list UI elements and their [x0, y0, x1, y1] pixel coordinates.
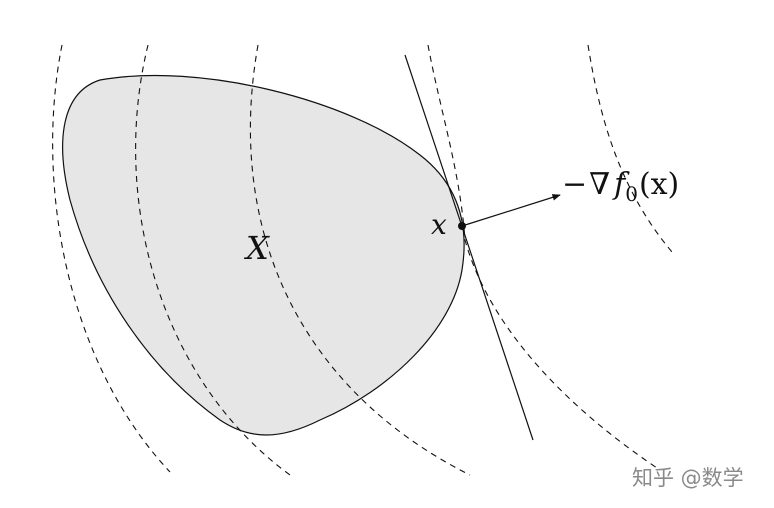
level-curves — [52, 44, 673, 476]
watermark-text: 知乎 @数学 — [632, 466, 744, 490]
set-label: X — [243, 229, 270, 267]
gradient-minus: − — [562, 167, 587, 202]
gradient-nabla: ∇ — [589, 167, 610, 202]
gradient-subscript: 0 — [625, 182, 638, 206]
point-label: x — [431, 208, 447, 241]
level-curve-5 — [587, 44, 673, 253]
negative-gradient-arrow — [461, 194, 561, 227]
point-x-dot — [458, 222, 466, 230]
level-curve-3 — [249, 44, 471, 476]
level-curve-4 — [427, 44, 661, 471]
feasible-set-region — [62, 74, 465, 436]
gradient-label: −∇f0(x) — [562, 167, 679, 206]
level-curve-1 — [52, 44, 171, 473]
gradient-argument: (x) — [639, 167, 679, 202]
supporting-line — [404, 54, 534, 441]
level-curve-2 — [135, 44, 291, 476]
